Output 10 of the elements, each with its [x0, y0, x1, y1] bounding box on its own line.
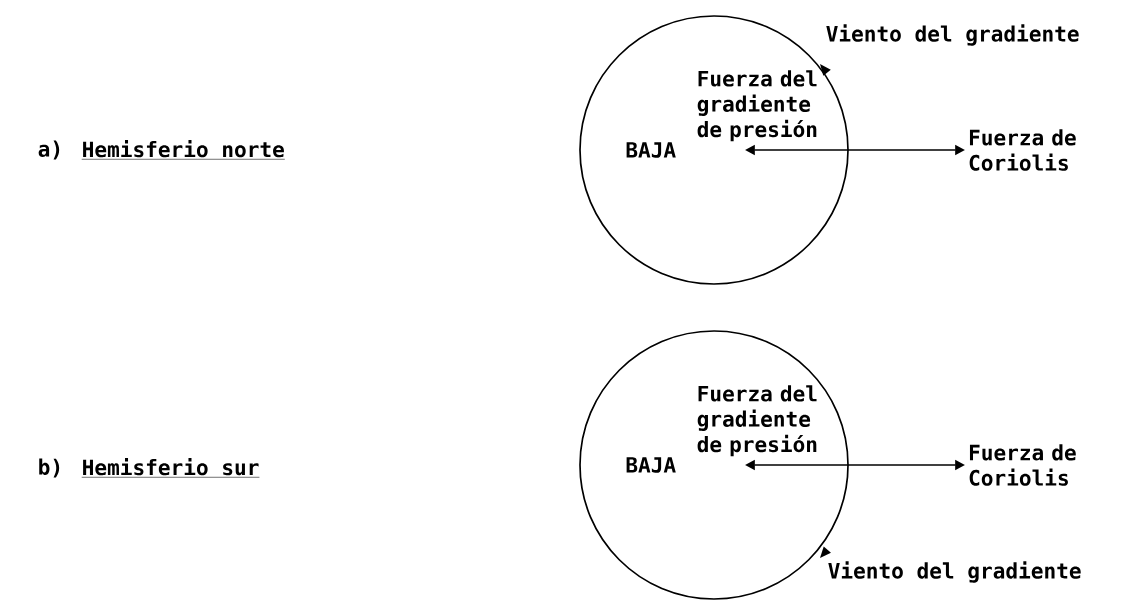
heading: b) [39, 458, 60, 478]
force-label: Fuerza del gradiente de presión [697, 385, 817, 457]
force-label: Fuerza del gradiente de presión [697, 70, 817, 142]
wind-label: Viento del gradiente [826, 24, 1079, 46]
heading: a) [38, 140, 60, 160]
heading: Hemisferio norte [81, 139, 286, 160]
wind-label: Viento del gradiente [828, 561, 1081, 583]
force-label: Fuerza de Coriolis [969, 129, 1076, 171]
force-label: Fuerza de Coriolis [969, 444, 1076, 486]
heading: Hemisferio sur [81, 457, 260, 478]
